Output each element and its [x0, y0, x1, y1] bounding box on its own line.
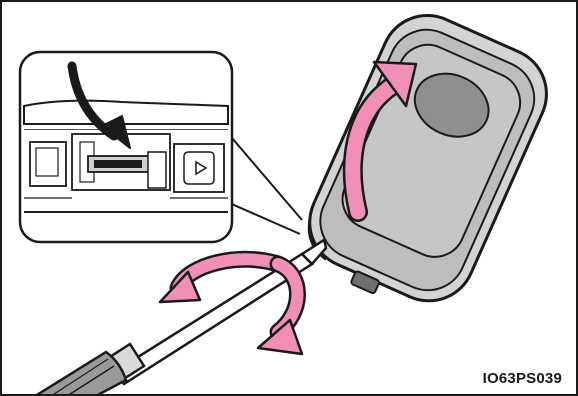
screwdriver-handle [32, 352, 126, 396]
detail-inset [20, 52, 302, 242]
key-fob [290, 2, 561, 327]
inset-key-side-view [24, 101, 228, 220]
figure-code-label: IO63PS039 [483, 370, 562, 387]
